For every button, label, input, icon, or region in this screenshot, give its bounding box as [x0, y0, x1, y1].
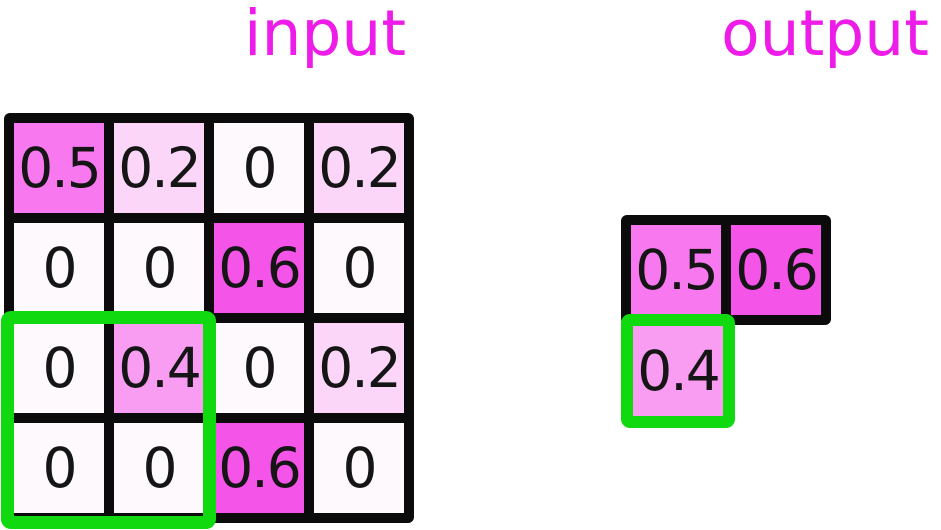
- input-cell-r2c2: 0: [214, 323, 304, 413]
- input-cell-r2c3: 0.2: [314, 323, 404, 413]
- input-cell-r2c1: 0.4: [114, 323, 204, 413]
- input-cell-r0c1: 0.2: [114, 123, 204, 213]
- input-cell-r0c3: 0.2: [314, 123, 404, 213]
- output-cell-0: 0.5: [631, 225, 721, 315]
- input-cell-r3c3: 0: [314, 423, 404, 513]
- input-cell-r1c0: 0: [14, 223, 104, 313]
- input-grid: 0.5 0.2 0 0.2 0 0 0.6 0 0 0.4 0 0.2 0 0 …: [4, 113, 414, 523]
- input-cell-r3c2: 0.6: [214, 423, 304, 513]
- output-grid: 0.5 0.6: [621, 215, 831, 325]
- output-highlighted-cell-wrap: 0.4: [621, 314, 735, 428]
- input-cell-r3c1: 0: [114, 423, 204, 513]
- input-cell-r1c3: 0: [314, 223, 404, 313]
- output-cell-2: 0.4: [633, 326, 723, 416]
- input-cell-r1c1: 0: [114, 223, 204, 313]
- input-cell-r3c0: 0: [14, 423, 104, 513]
- input-title: input: [243, 0, 407, 70]
- output-cell-1: 0.6: [731, 225, 821, 315]
- input-cell-r2c0: 0: [14, 323, 104, 413]
- input-cell-r0c2: 0: [214, 123, 304, 213]
- input-cell-r0c0: 0.5: [14, 123, 104, 213]
- output-title: output: [721, 0, 929, 70]
- input-cell-r1c2: 0.6: [214, 223, 304, 313]
